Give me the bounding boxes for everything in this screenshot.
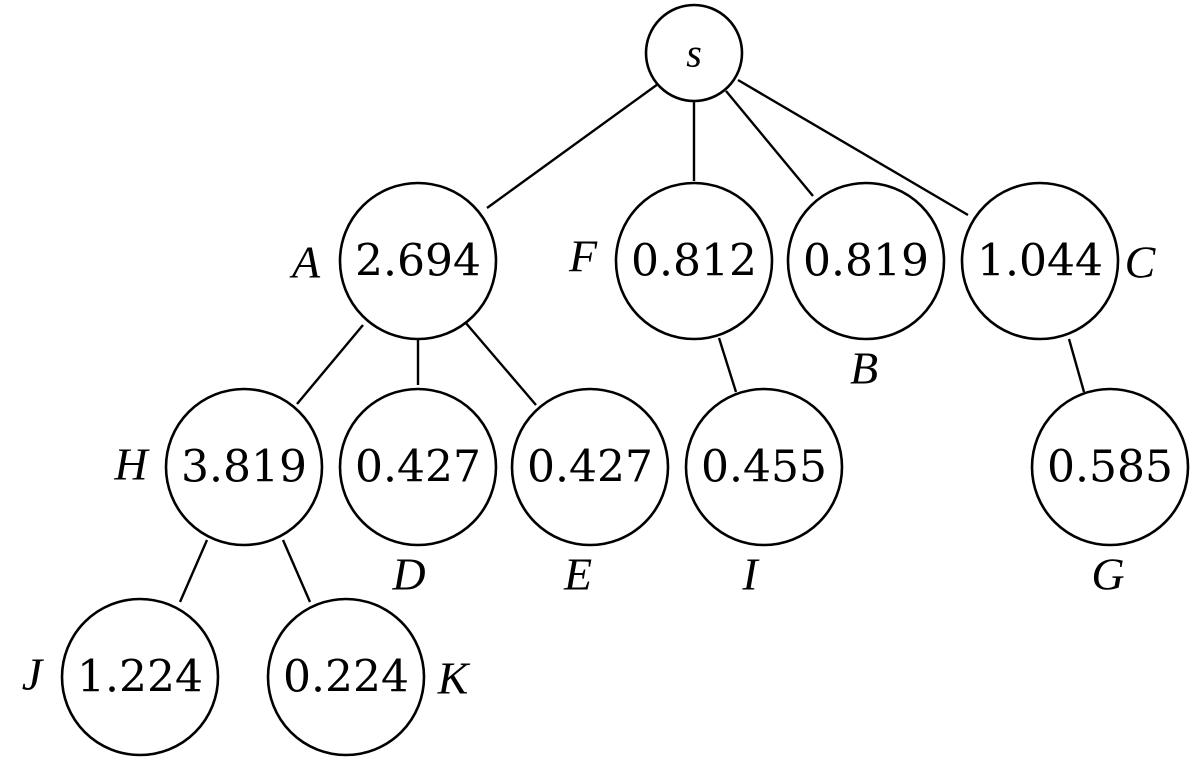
node-value-k: 0.224	[283, 652, 409, 703]
node-value-d: 0.427	[355, 442, 481, 493]
tree-node-k: 0.224 K	[266, 597, 471, 757]
tree-node-j: 1.224 J	[22, 597, 220, 757]
node-circle-f	[614, 181, 774, 341]
node-value-e: 0.427	[527, 442, 653, 493]
tree-node-c: 1.044 C	[960, 181, 1157, 341]
node-letter-k: K	[437, 653, 471, 704]
edge-s-a	[486, 83, 659, 209]
node-letter-h: H	[113, 439, 150, 490]
node-value-f: 0.812	[631, 236, 757, 287]
node-letter-a: A	[289, 237, 321, 288]
node-circle-c	[960, 181, 1120, 341]
edge-c-g	[1067, 338, 1086, 393]
node-circle-e	[510, 387, 670, 547]
node-letter-e: E	[563, 549, 592, 600]
node-value-h: 3.819	[181, 442, 307, 493]
tree-node-h: 3.819 H	[113, 387, 324, 547]
node-letter-b: B	[850, 343, 878, 394]
node-circle-h	[164, 387, 324, 547]
node-value-a: 2.694	[355, 236, 481, 287]
node-value-g: 0.585	[1047, 442, 1173, 493]
root-node-s: s	[644, 3, 744, 103]
edge-h-j	[178, 539, 209, 603]
node-letter-j: J	[22, 649, 45, 700]
node-letter-g: G	[1091, 549, 1124, 600]
node-value-c: 1.044	[977, 236, 1103, 287]
edge-h-k	[281, 539, 312, 603]
edge-s-b	[725, 90, 814, 197]
tree-node-f: 0.812 F	[568, 181, 774, 341]
root-node-circle	[644, 3, 744, 103]
edge-a-e	[464, 321, 537, 406]
edge-f-i	[717, 337, 738, 393]
node-value-j: 1.224	[77, 652, 203, 703]
node-letter-i: I	[741, 549, 760, 600]
node-circle-j	[60, 597, 220, 757]
node-letter-c: C	[1125, 237, 1157, 288]
node-circle-b	[786, 181, 946, 341]
edge-s-c	[737, 78, 969, 217]
node-circle-g	[1030, 387, 1190, 547]
node-circle-i	[684, 387, 844, 547]
node-value-b: 0.819	[803, 236, 929, 287]
node-circle-d	[338, 387, 498, 547]
edge-a-h	[296, 324, 364, 405]
edges-layer	[178, 78, 1086, 603]
node-letter-f: F	[568, 231, 598, 282]
node-circle-k	[266, 597, 426, 757]
tree-node-a: 2.694 A	[289, 181, 498, 341]
root-node-label: s	[686, 31, 702, 76]
node-value-i: 0.455	[701, 442, 827, 493]
node-letter-d: D	[391, 549, 425, 600]
node-circle-a	[338, 181, 498, 341]
